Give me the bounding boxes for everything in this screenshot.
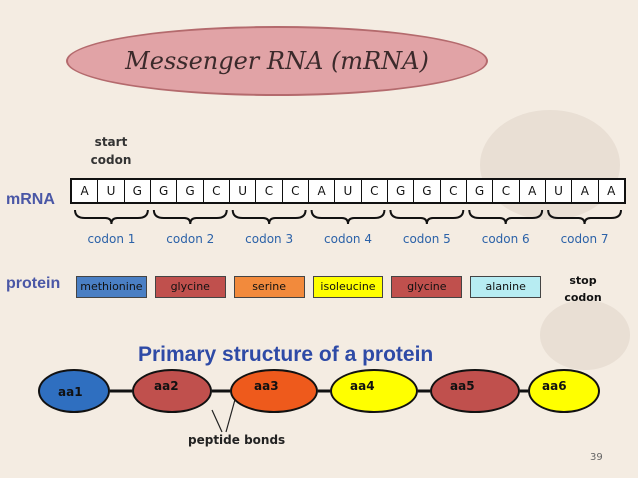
slide-title: Messenger RNA (mRNA) xyxy=(125,47,429,75)
page-number: 39 xyxy=(590,452,603,463)
amino-acid-node-1: aa1 xyxy=(38,369,110,413)
base-2: U xyxy=(98,180,125,202)
codon-label-3: codon 3 xyxy=(245,232,294,246)
base-18: A xyxy=(520,180,546,202)
codon-label-4: codon 4 xyxy=(324,232,372,246)
amino-acid-box-1: methionine xyxy=(76,276,147,298)
base-19: U xyxy=(546,180,573,202)
amino-acid-box-5: glycine xyxy=(391,276,463,298)
base-1: A xyxy=(72,180,99,202)
base-12: C xyxy=(362,180,388,202)
base-17: C xyxy=(493,180,520,202)
protein-label: protein xyxy=(6,275,61,292)
stop-codon-line2: codon xyxy=(564,291,602,304)
amino-acid-node-label-1: aa1 xyxy=(58,385,83,399)
base-21: A xyxy=(607,184,616,198)
amino-acid-node-label-5: aa5 xyxy=(450,379,475,393)
codon-label-5: codon 5 xyxy=(402,232,451,246)
amino-acid-box-3: serine xyxy=(233,276,305,298)
base-3: G xyxy=(125,180,151,202)
base-4: G xyxy=(151,180,178,202)
amino-acid-node-label-3: aa3 xyxy=(254,379,279,393)
mrna-label: mRNA xyxy=(6,191,55,208)
amino-acid-node-4: aa4 xyxy=(330,369,418,413)
base-10: A xyxy=(309,180,336,202)
codon-bracket-7 xyxy=(547,209,622,225)
amino-acid-node-5: aa5 xyxy=(430,369,520,413)
background-molecule-decoration xyxy=(540,300,630,370)
amino-acid-node-6: aa6 xyxy=(528,369,600,413)
amino-acid-node-label-4: aa4 xyxy=(350,379,375,393)
base-13: G xyxy=(388,180,415,202)
codon-bracket-3 xyxy=(231,209,307,225)
stop-codon-label: stop codon xyxy=(560,272,606,306)
codon-label-1: codon 1 xyxy=(87,232,136,246)
base-16: G xyxy=(467,180,494,202)
codon-bracket-1 xyxy=(74,209,149,225)
base-6: C xyxy=(204,180,230,202)
base-8: C xyxy=(256,180,283,202)
amino-acid-node-label-6: aa6 xyxy=(542,379,567,393)
start-codon-label: start codon xyxy=(88,133,134,169)
codon-bracket-2 xyxy=(152,209,228,225)
amino-acid-box-2: glycine xyxy=(154,276,226,298)
amino-acid-node-3: aa3 xyxy=(230,369,318,413)
amino-acid-node-2: aa2 xyxy=(132,369,212,413)
peptide-bond-pointer-1 xyxy=(211,409,223,433)
base-14: G xyxy=(414,180,441,202)
stop-codon-line1: stop xyxy=(569,274,597,287)
base-9: C xyxy=(283,180,309,202)
amino-acid-box-4: isoleucine xyxy=(312,276,384,298)
codon-bracket-5 xyxy=(389,209,465,225)
peptide-bonds-label: peptide bonds xyxy=(188,433,286,447)
start-codon-line1: start xyxy=(94,135,128,149)
base-7: U xyxy=(230,180,257,202)
codon-label-6: codon 6 xyxy=(481,232,530,246)
base-20: A xyxy=(572,180,599,202)
base-15: C xyxy=(441,180,467,202)
codon-label-2: codon 2 xyxy=(166,232,215,246)
base-11: U xyxy=(335,180,362,202)
base-5: G xyxy=(177,180,204,202)
title-oval: Messenger RNA (mRNA) xyxy=(66,26,488,96)
codon-label-7: codon 7 xyxy=(560,232,609,246)
codon-bracket-6 xyxy=(468,209,544,225)
amino-acid-box-6: alanine xyxy=(470,276,542,298)
primary-structure-title: Primary structure of a protein xyxy=(138,343,434,366)
peptide-bond-pointer-2 xyxy=(225,395,237,433)
amino-acid-node-label-2: aa2 xyxy=(154,379,179,393)
codon-bracket-4 xyxy=(310,209,386,225)
start-codon-line2: codon xyxy=(90,153,132,167)
